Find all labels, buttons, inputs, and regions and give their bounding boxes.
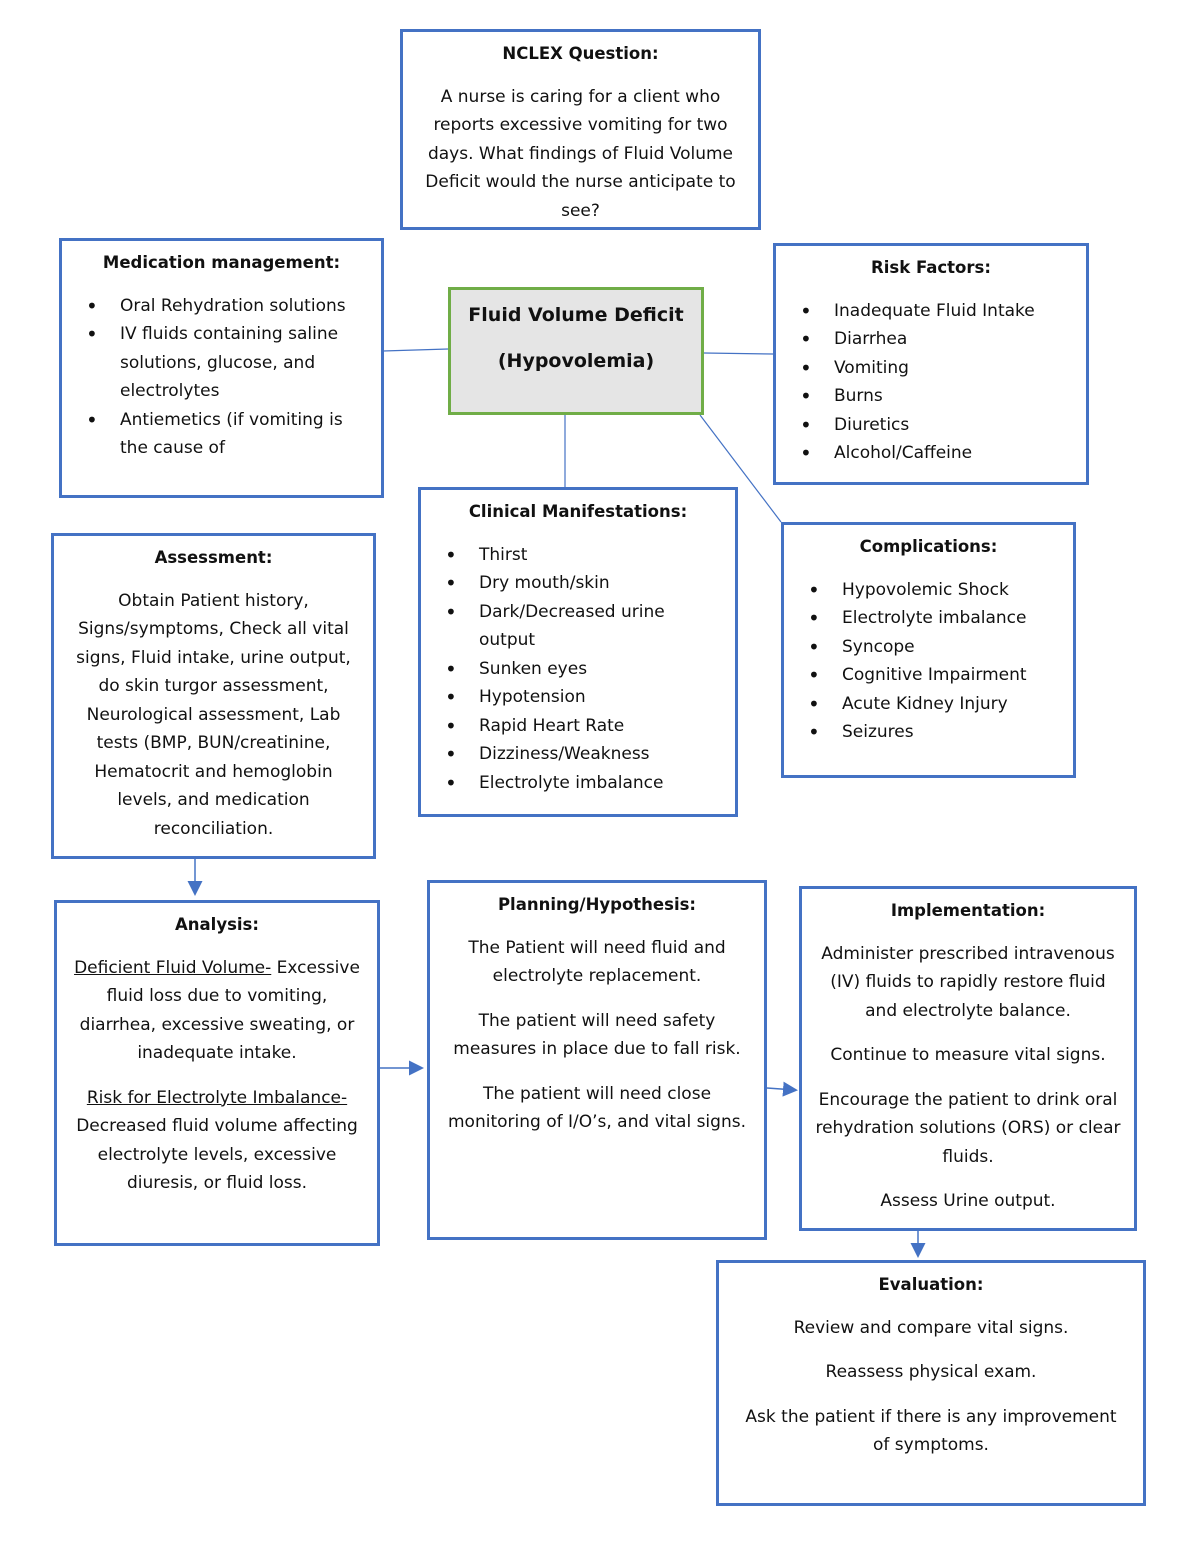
planning-item: The patient will need safety measures in… <box>453 1010 741 1060</box>
analysis-box: Analysis: Deficient Fluid Volume- Excess… <box>54 900 380 1246</box>
evaluation-box: Evaluation: Review and compare vital sig… <box>716 1260 1146 1506</box>
planning-title: Planning/Hypothesis: <box>497 895 697 914</box>
evaluation-item: Ask the patient if there is any improvem… <box>745 1406 1117 1456</box>
assessment-box: Assessment: Obtain Patient history, Sign… <box>51 533 376 859</box>
arrow-planning-implementation <box>766 1081 798 1097</box>
central-topic-line1: Fluid Volume Deficit <box>468 304 684 326</box>
complication-item: Hypovolemic Shock <box>798 576 1059 605</box>
analysis-diagnosis-2: Risk for Electrolyte Imbalance- Decrease… <box>69 1084 365 1198</box>
complication-item: Electrolyte imbalance <box>798 604 1059 633</box>
complications-title: Complications: <box>859 537 998 556</box>
complication-item: Seizures <box>798 718 1059 747</box>
implementation-box: Implementation: Administer prescribed in… <box>799 886 1137 1231</box>
risk-factor-item: Alcohol/Caffeine <box>790 439 1072 468</box>
complications-box: Complications: Hypovolemic Shock Electro… <box>781 522 1076 778</box>
medication-item: IV fluids containing saline solutions, g… <box>76 320 367 406</box>
medication-item: Oral Rehydration solutions <box>76 292 367 321</box>
diagnosis-1-text: Excessive fluid loss due to vomiting, di… <box>79 957 360 1064</box>
link-risk-factors <box>703 352 774 355</box>
risk-factors-list: Inadequate Fluid Intake Diarrhea Vomitin… <box>790 297 1072 468</box>
implementation-item: Administer prescribed intravenous (IV) f… <box>821 943 1115 1021</box>
risk-factors-box: Risk Factors: Inadequate Fluid Intake Di… <box>773 243 1089 485</box>
risk-factor-item: Inadequate Fluid Intake <box>790 297 1072 326</box>
risk-factor-item: Vomiting <box>790 354 1072 383</box>
assessment-text: Obtain Patient history, Signs/symptoms, … <box>76 590 351 839</box>
clinical-list: Thirst Dry mouth/skin Dark/Decreased uri… <box>435 541 721 798</box>
clinical-item: Rapid Heart Rate <box>435 712 721 741</box>
clinical-item: Thirst <box>435 541 721 570</box>
evaluation-item: Review and compare vital signs. <box>793 1317 1069 1338</box>
medication-management-box: Medication management: Oral Rehydration … <box>59 238 384 498</box>
implementation-item: Encourage the patient to drink oral rehy… <box>815 1089 1121 1167</box>
medication-title: Medication management: <box>102 253 341 272</box>
risk-factors-title: Risk Factors: <box>871 258 991 277</box>
complication-item: Syncope <box>798 633 1059 662</box>
medication-list: Oral Rehydration solutions IV fluids con… <box>76 292 367 463</box>
medication-item: Antiemetics (if vomiting is the cause of <box>76 406 367 463</box>
risk-factor-item: Diuretics <box>790 411 1072 440</box>
complication-item: Acute Kidney Injury <box>798 690 1059 719</box>
diagnosis-2-label: Risk for Electrolyte Imbalance- <box>86 1087 348 1108</box>
link-medication <box>382 348 449 352</box>
diagnosis-2-text: Decreased fluid volume affecting electro… <box>76 1116 358 1193</box>
clinical-manifestations-box: Clinical Manifestations: Thirst Dry mout… <box>418 487 738 817</box>
planning-box: Planning/Hypothesis: The Patient will ne… <box>427 880 767 1240</box>
complications-list: Hypovolemic Shock Electrolyte imbalance … <box>798 576 1059 747</box>
evaluation-item: Reassess physical exam. <box>825 1362 1037 1382</box>
clinical-item: Sunken eyes <box>435 655 721 684</box>
clinical-item: Dark/Decreased urine output <box>435 598 721 655</box>
analysis-diagnosis-1: Deficient Fluid Volume- Excessive fluid … <box>69 954 365 1068</box>
risk-factor-item: Diarrhea <box>790 325 1072 354</box>
nclex-question-box: NCLEX Question: A nurse is caring for a … <box>400 29 761 230</box>
clinical-item: Dry mouth/skin <box>435 569 721 598</box>
implementation-title: Implementation: <box>890 901 1046 920</box>
link-complications <box>699 414 782 523</box>
implementation-item: Continue to measure vital signs. <box>830 1045 1106 1065</box>
clinical-item: Dizziness/Weakness <box>435 740 721 769</box>
risk-factor-item: Burns <box>790 382 1072 411</box>
analysis-title: Analysis: <box>175 915 259 934</box>
planning-item: The patient will need close monitoring o… <box>448 1083 746 1133</box>
nclex-text: A nurse is caring for a client who repor… <box>425 86 736 221</box>
clinical-item: Electrolyte imbalance <box>435 769 721 798</box>
clinical-title: Clinical Manifestations: <box>468 502 688 521</box>
evaluation-title: Evaluation: <box>878 1275 984 1294</box>
clinical-item: Hypotension <box>435 683 721 712</box>
complication-item: Cognitive Impairment <box>798 661 1059 690</box>
nclex-title: NCLEX Question: <box>502 44 659 63</box>
implementation-item: Assess Urine output. <box>880 1191 1056 1211</box>
diagnosis-1-label: Deficient Fluid Volume- <box>74 957 272 978</box>
central-topic-box: Fluid Volume Deficit (Hypovolemia) <box>448 287 704 415</box>
central-topic-line2: (Hypovolemia) <box>497 350 655 372</box>
planning-item: The Patient will need fluid and electrol… <box>468 937 726 987</box>
assessment-title: Assessment: <box>154 548 273 567</box>
